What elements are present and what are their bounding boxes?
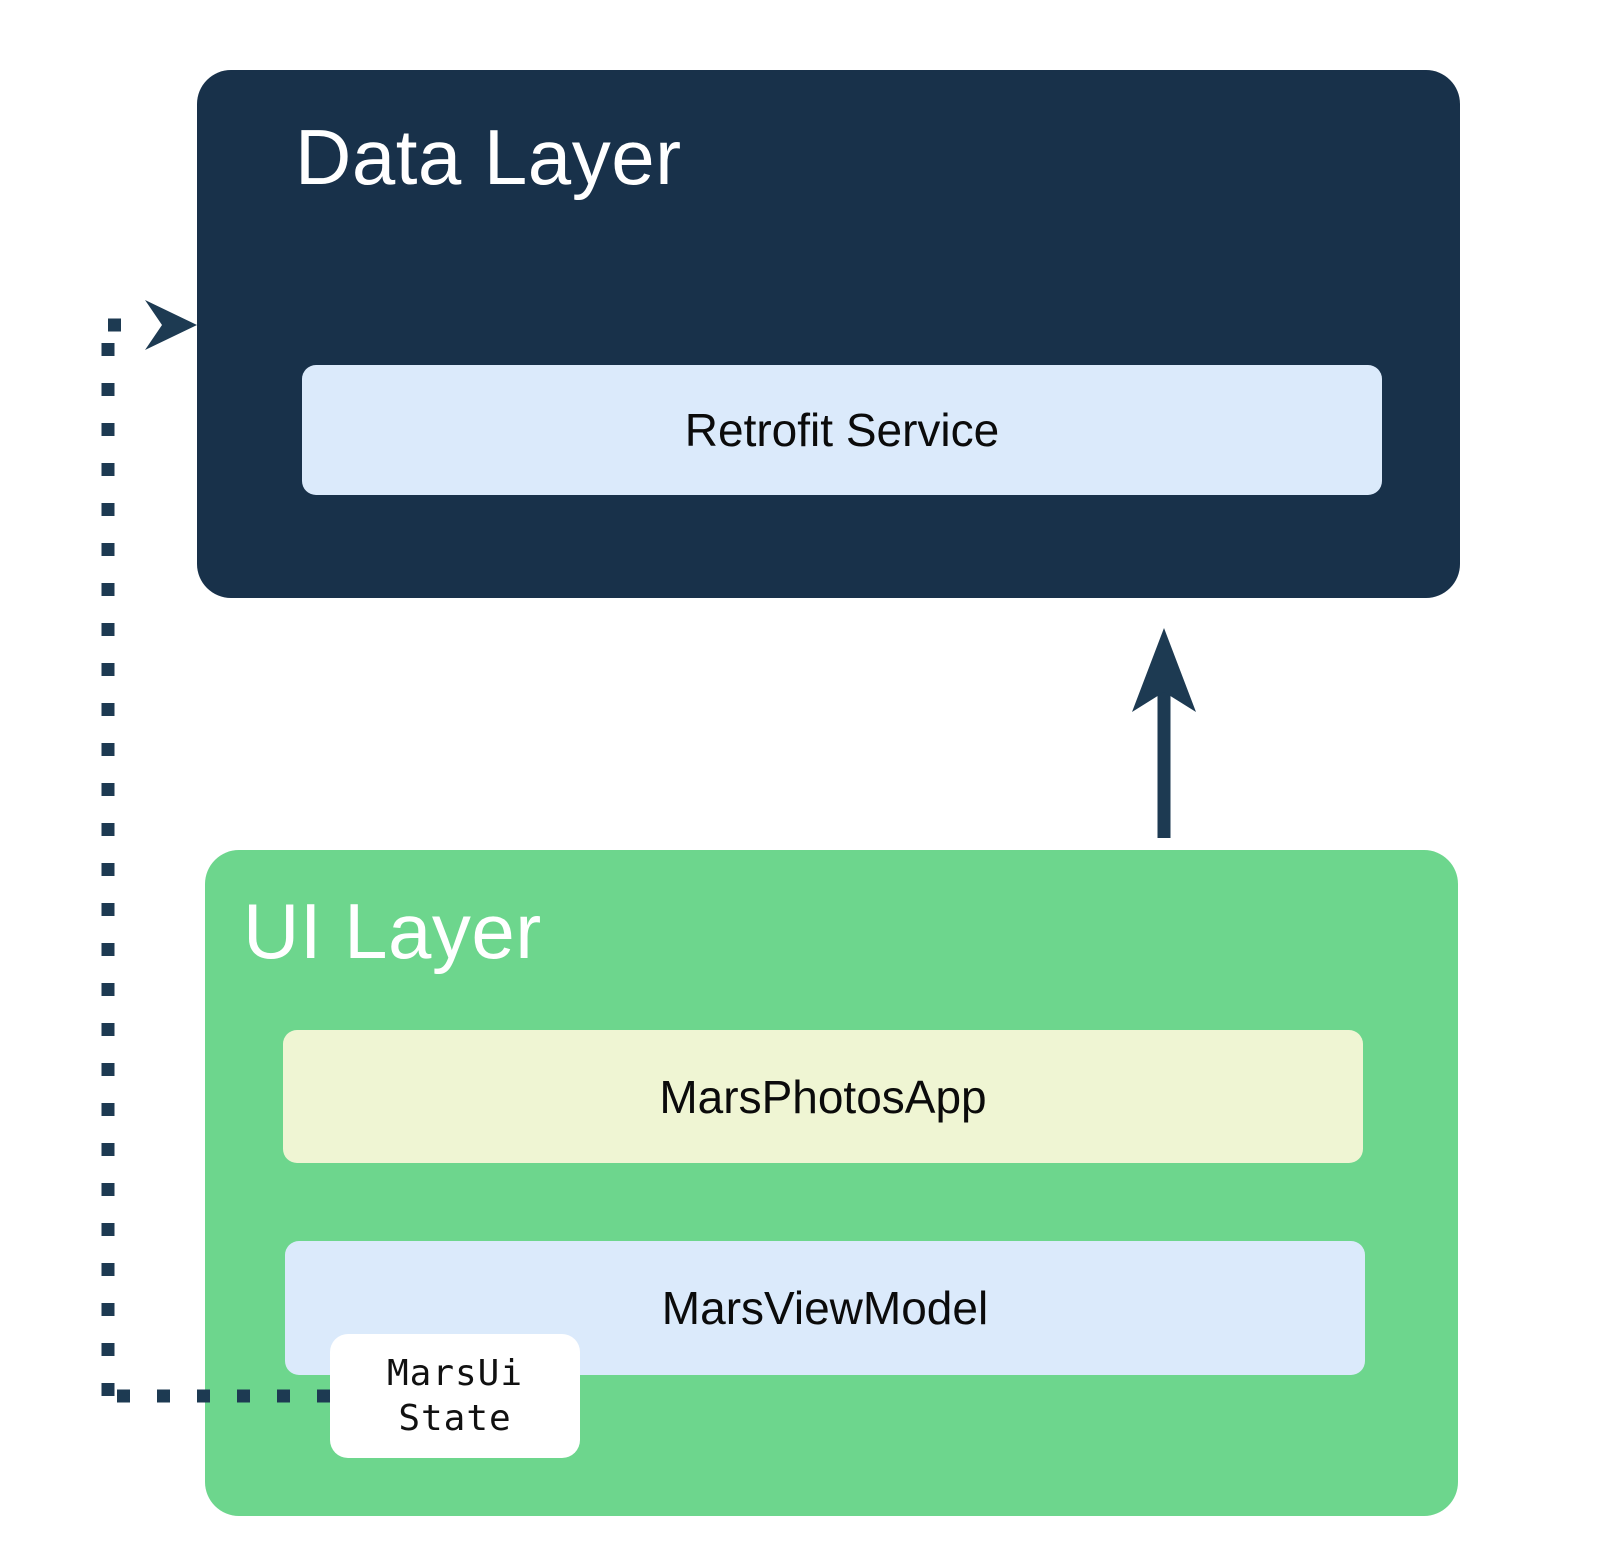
ui-layer-title: UI Layer [243, 887, 542, 975]
mars-view-model-label: MarsViewModel [661, 1282, 989, 1334]
mars-ui-state-label-line2: State [398, 1398, 512, 1439]
solid-arrow-head [1132, 628, 1196, 712]
data-layer-title: Data Layer [295, 113, 682, 201]
data-layer-container: Data Layer Retrofit Service [197, 70, 1460, 598]
retrofit-service-label: Retrofit Service [684, 404, 1000, 456]
dotted-arrow-head [145, 300, 197, 350]
mars-ui-state-label-line1: MarsUi [386, 1353, 524, 1394]
mars-photos-app-box[interactable]: MarsPhotosApp [283, 1030, 1363, 1163]
mars-photos-app-label: MarsPhotosApp [659, 1070, 987, 1123]
solid-arrow-viewmodel-to-data-layer [1132, 628, 1196, 838]
retrofit-service-box[interactable]: Retrofit Service [302, 365, 1382, 495]
mars-ui-state-chip[interactable]: MarsUi State [330, 1334, 580, 1458]
